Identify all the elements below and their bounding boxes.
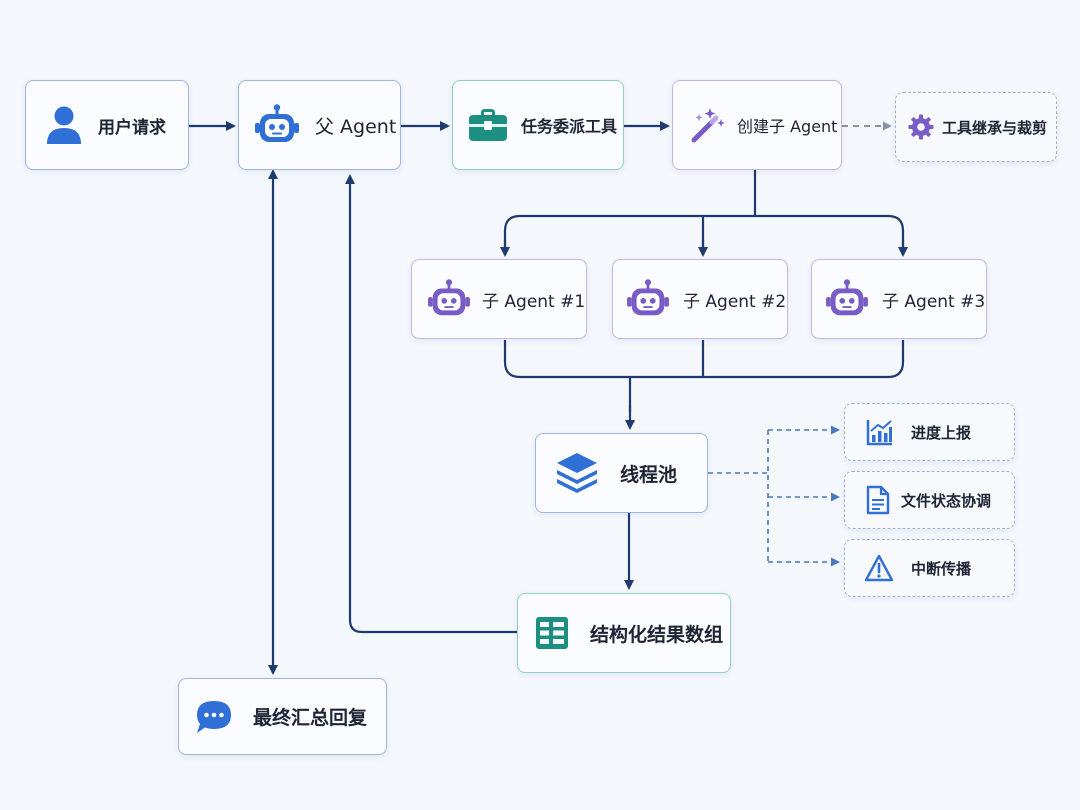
- child-agent-1-label: 子 Agent #1: [482, 291, 586, 312]
- robot-icon: [253, 104, 301, 146]
- arrow-create-to-children: [503, 170, 905, 252]
- robot-icon: [426, 279, 472, 319]
- table-icon: [532, 615, 572, 651]
- chart-icon: [865, 418, 895, 446]
- node-interrupt: 中断传播: [844, 539, 1015, 597]
- layers-icon: [552, 451, 602, 495]
- node-tool-inherit: 工具继承与裁剪: [895, 92, 1057, 162]
- node-results-array: 结构化结果数组: [517, 593, 731, 673]
- robot-icon: [824, 279, 870, 319]
- robot-icon: [625, 279, 671, 319]
- child-agent-3-label: 子 Agent #3: [882, 291, 986, 312]
- node-create-child: 创建子 Agent: [672, 80, 842, 170]
- node-child-agent-1: 子 Agent #1: [411, 259, 587, 339]
- node-thread-pool: 线程池: [535, 433, 708, 513]
- child-agent-2-label: 子 Agent #2: [683, 291, 787, 312]
- node-progress-report: 进度上报: [844, 403, 1015, 461]
- toolbox-icon: [465, 107, 511, 143]
- node-child-agent-3: 子 Agent #3: [811, 259, 987, 339]
- progress-report-label: 进度上报: [911, 423, 972, 442]
- node-child-agent-2: 子 Agent #2: [612, 259, 788, 339]
- results-array-label: 结构化结果数组: [590, 623, 724, 646]
- thread-pool-label: 线程池: [620, 463, 678, 486]
- gear-icon: [906, 114, 936, 140]
- file-state-label: 文件状态协调: [901, 491, 992, 510]
- chat-bubble-icon: [193, 698, 235, 736]
- interrupt-label: 中断传播: [911, 559, 972, 578]
- user-icon: [42, 105, 86, 145]
- document-icon: [863, 485, 893, 515]
- arrow-children-to-pool: [503, 340, 905, 412]
- warning-icon: [863, 554, 895, 582]
- node-user-request: 用户请求: [25, 80, 189, 170]
- arrow-pool-side-branches: [708, 430, 769, 562]
- tool-inherit-label: 工具继承与裁剪: [942, 118, 1048, 137]
- task-tool-label: 任务委派工具: [521, 117, 618, 136]
- magic-wand-icon: [687, 105, 729, 145]
- node-file-state: 文件状态协调: [844, 471, 1015, 529]
- create-child-label: 创建子 Agent: [737, 117, 838, 136]
- arrow-results-to-parent: [345, 174, 517, 634]
- node-task-tool: 任务委派工具: [452, 80, 624, 170]
- node-parent-agent: 父 Agent: [238, 80, 401, 170]
- final-reply-label: 最终汇总回复: [253, 707, 368, 729]
- user-request-label: 用户请求: [98, 117, 166, 138]
- node-final-reply: 最终汇总回复: [178, 678, 387, 755]
- parent-agent-label: 父 Agent: [315, 115, 397, 138]
